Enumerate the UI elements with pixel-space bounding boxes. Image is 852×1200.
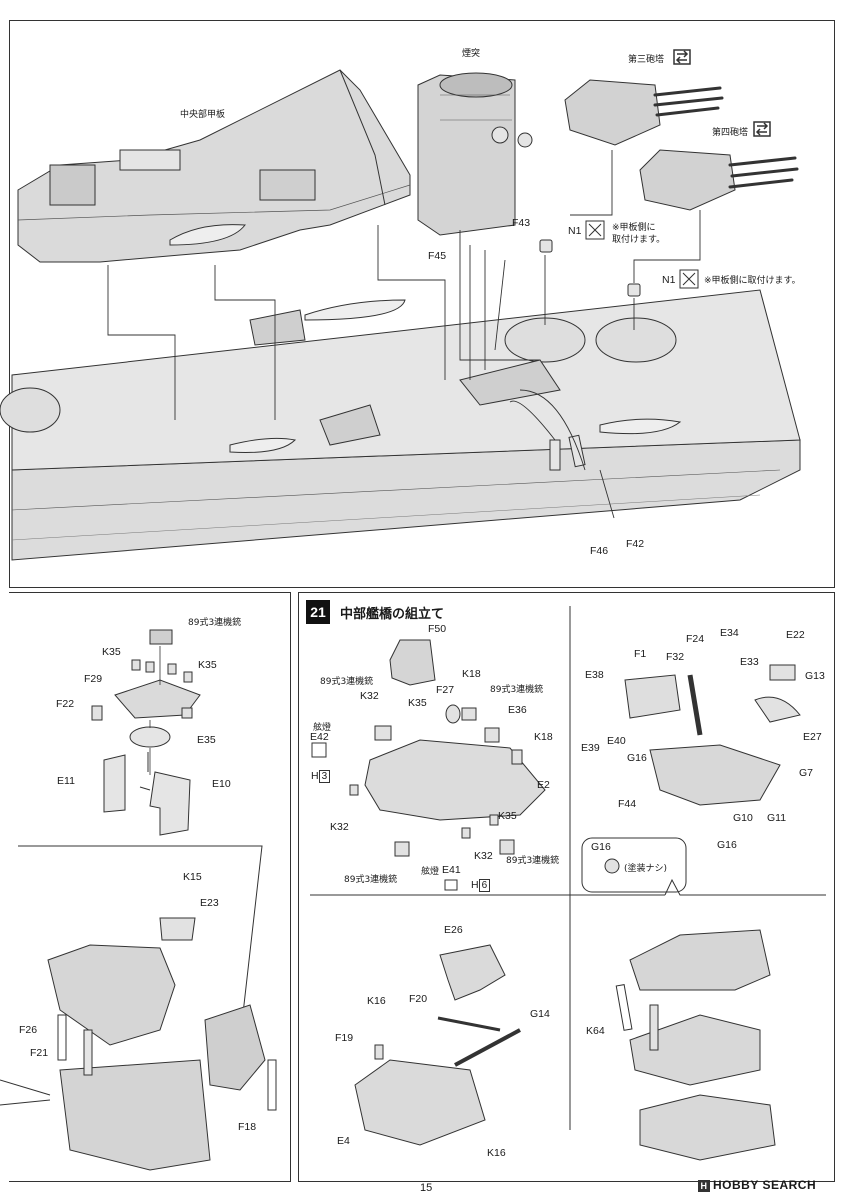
- label-e34: E34: [720, 627, 739, 639]
- label-k32-c: K32: [474, 850, 493, 862]
- label-k32-a: K32: [360, 690, 379, 702]
- label-g16-a: G16: [627, 752, 647, 764]
- label-turret3: 第三砲塔: [628, 55, 665, 65]
- lower-left-panel: [9, 592, 291, 1182]
- label-mg-d: 89式3連機銃: [344, 875, 398, 885]
- h3-number: 3: [318, 770, 331, 783]
- label-mg-b: 89式3連機銃: [490, 685, 544, 695]
- label-no-paint: (塗装ナシ): [624, 864, 668, 874]
- label-mg-a: 89式3連機銃: [320, 677, 374, 687]
- label-f50: F50: [428, 623, 447, 635]
- label-k35-b: K35: [198, 659, 217, 671]
- label-f26: F26: [19, 1024, 38, 1036]
- label-f19: F19: [335, 1032, 354, 1044]
- step-title: 中部艦橋の組立て: [340, 607, 445, 622]
- label-central-deck: 中央部甲板: [180, 110, 226, 120]
- label-lamp-a: 舷燈: [313, 723, 332, 733]
- label-k35-s21: K35: [408, 697, 427, 709]
- label-e36: E36: [508, 704, 527, 716]
- label-f24: F24: [686, 633, 705, 645]
- label-mg-c: 89式3連機銃: [506, 856, 560, 866]
- step21-panel: [298, 592, 835, 1182]
- label-funnel: 煙突: [462, 49, 481, 59]
- label-f46: F46: [590, 545, 609, 557]
- label-k35-c: K35: [498, 810, 517, 822]
- label-f22: F22: [56, 698, 75, 710]
- label-e22: E22: [786, 629, 805, 641]
- label-e40: E40: [607, 735, 626, 747]
- label-e2: E2: [537, 779, 550, 791]
- label-f27: F27: [436, 684, 455, 696]
- label-f21: F21: [30, 1047, 49, 1059]
- label-k18-b: K18: [534, 731, 553, 743]
- label-mg-1: 89式3連機銃: [188, 618, 242, 628]
- h6-number: 6: [478, 879, 491, 892]
- label-e27: E27: [803, 731, 822, 743]
- label-g16-c: G16: [591, 841, 611, 853]
- note-n1-a: ※甲板側に 取付けます。: [612, 223, 666, 245]
- label-k18-a: K18: [462, 668, 481, 680]
- label-n1-b: N1: [662, 274, 676, 286]
- label-e10: E10: [212, 778, 231, 790]
- label-e39: E39: [581, 742, 600, 754]
- label-e42: E42: [310, 731, 329, 743]
- watermark-logo-icon: H: [698, 1179, 710, 1192]
- label-e23: E23: [200, 897, 219, 909]
- label-g14: G14: [530, 1008, 550, 1020]
- label-e33: E33: [740, 656, 759, 668]
- label-e4: E4: [337, 1135, 350, 1147]
- label-e11: E11: [57, 775, 75, 787]
- label-k32-b: K32: [330, 821, 349, 833]
- page-number: 15: [420, 1182, 433, 1194]
- label-f42: F42: [626, 538, 645, 550]
- label-f43: F43: [512, 217, 531, 229]
- label-f44: F44: [618, 798, 637, 810]
- h3-letter: H: [311, 770, 319, 782]
- label-f18: F18: [238, 1121, 257, 1133]
- label-g11: G11: [767, 812, 787, 824]
- label-e41: E41: [442, 864, 461, 876]
- label-k16-b: K16: [487, 1147, 506, 1159]
- label-f45: F45: [428, 250, 447, 262]
- h6-letter: H: [471, 879, 479, 891]
- label-lamp-b: 舷燈: [421, 867, 440, 877]
- label-k35-a: K35: [102, 646, 121, 658]
- label-f29: F29: [84, 673, 103, 685]
- label-f20: F20: [409, 993, 428, 1005]
- label-e38: E38: [585, 669, 604, 681]
- label-turret4: 第四砲塔: [712, 128, 749, 138]
- label-g10: G10: [733, 812, 753, 824]
- label-e35: E35: [197, 734, 216, 746]
- label-e26: E26: [444, 924, 463, 936]
- label-f1: F1: [634, 648, 647, 660]
- label-k16-a: K16: [367, 995, 386, 1007]
- label-n1-a: N1: [568, 225, 582, 237]
- top-assembly-panel: [9, 20, 835, 588]
- label-g16-b: G16: [717, 839, 737, 851]
- label-g13: G13: [805, 670, 825, 682]
- label-k15: K15: [183, 871, 202, 883]
- label-k64: K64: [586, 1025, 605, 1037]
- watermark-text: HOBBY SEARCH: [713, 1178, 817, 1192]
- label-g7: G7: [799, 767, 814, 779]
- step-number: 21: [306, 600, 330, 624]
- label-f32: F32: [666, 651, 685, 663]
- note-n1-b: ※甲板側に取付けます。: [704, 276, 801, 286]
